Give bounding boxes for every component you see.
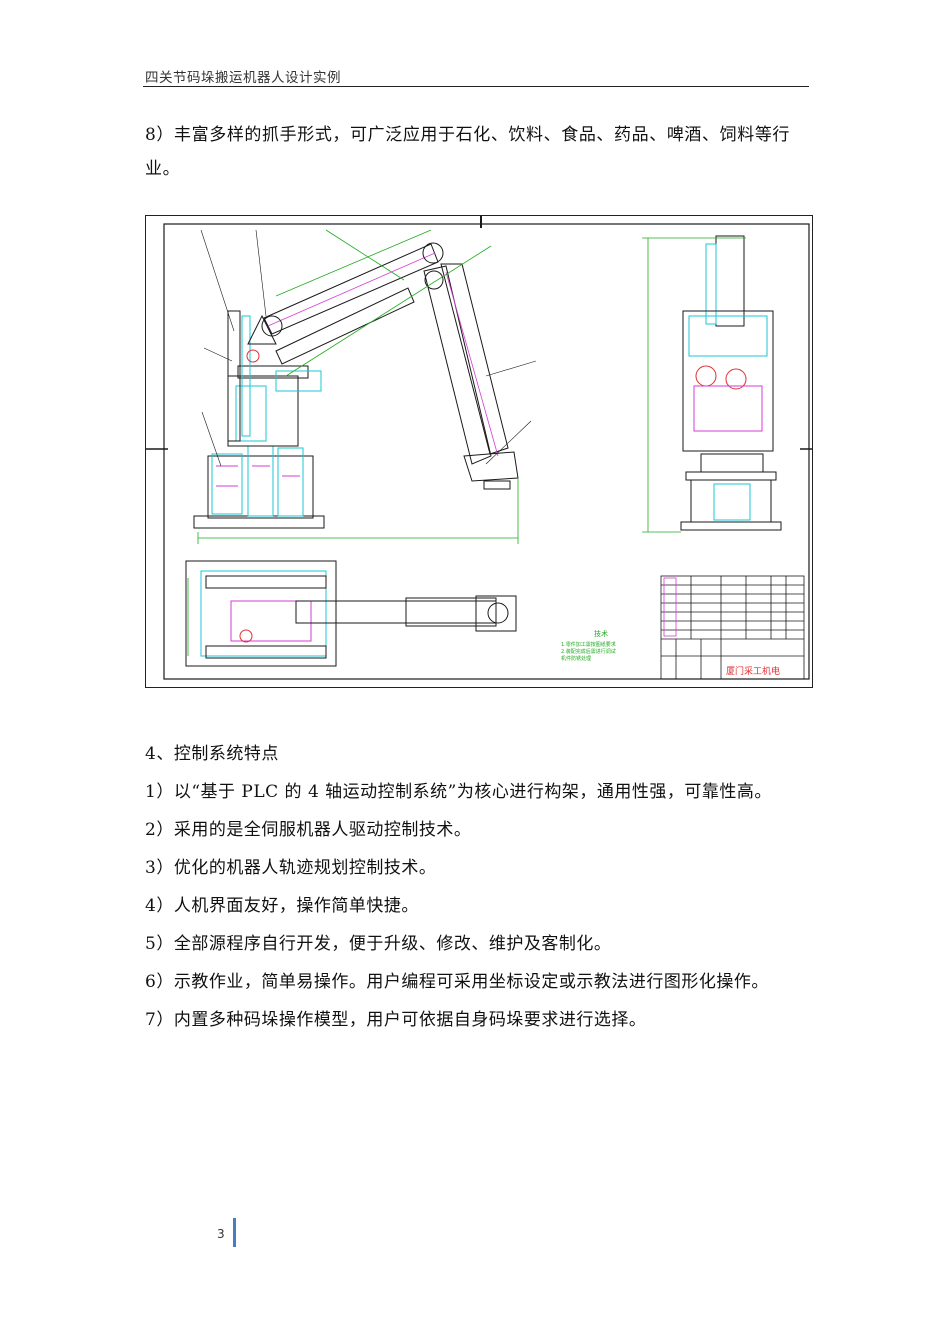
control-system-section: 4、控制系统特点 1）以“基于 PLC 的 4 轴运动控制系统”为核心进行构架，…	[145, 742, 825, 1046]
section-heading: 4、控制系统特点	[145, 744, 279, 764]
notes-line-2: 2.装配完成后需进行调试	[561, 648, 616, 655]
front-view-dimensions	[642, 237, 746, 533]
side-view-base	[193, 310, 325, 529]
side-view-dimensions	[197, 229, 519, 544]
page-number: 3	[217, 1227, 225, 1241]
header-title: 四关节码垛搬运机器人设计实例	[145, 70, 341, 86]
leader-lines	[200, 229, 537, 467]
notes-title: 技术	[594, 629, 608, 638]
notes-line-3: 机件防锈处理	[561, 655, 591, 662]
technical-notes: 技术 1.零件加工需按图纸要求 2.装配完成后需进行调试 机件防锈处理	[561, 629, 616, 662]
side-view-arms	[247, 242, 519, 490]
list-item: 2）采用的是全伺服机器人驱动控制技术。	[145, 820, 472, 840]
intro-paragraph: 8）丰富多样的抓手形式，可广泛应用于石化、饮料、食品、药品、啤酒、饲料等行业。	[145, 125, 791, 179]
top-view	[185, 560, 517, 667]
title-block	[660, 575, 805, 680]
drawing-canvas: 技术 1.零件加工需按图纸要求 2.装配完成后需进行调试 机件防锈处理 厦门	[146, 216, 812, 680]
title-block-company: 厦门采工机电	[726, 665, 780, 677]
page-header: 四关节码垛搬运机器人设计实例	[143, 62, 809, 87]
list-item: 1）以“基于 PLC 的 4 轴运动控制系统”为核心进行构架，通用性强，可靠性高…	[145, 782, 772, 802]
list-item: 7）内置多种码垛操作模型，用户可依据自身码垛要求进行选择。	[145, 1010, 647, 1030]
list-item: 5）全部源程序自行开发，便于升级、修改、维护及客制化。	[145, 934, 612, 954]
engineering-drawing: 技术 1.零件加工需按图纸要求 2.装配完成后需进行调试 机件防锈处理 厦门	[145, 215, 813, 688]
list-item: 3）优化的机器人轨迹规划控制技术。	[145, 858, 437, 878]
page-number-bar	[233, 1218, 236, 1247]
list-item: 4）人机界面友好，操作简单快捷。	[145, 896, 419, 916]
notes-line-1: 1.零件加工需按图纸要求	[561, 641, 616, 648]
drawing-frame	[163, 223, 810, 680]
list-item: 6）示教作业，简单易操作。用户编程可采用坐标设定或示教法进行图形化操作。	[145, 972, 769, 992]
front-view	[680, 235, 782, 531]
